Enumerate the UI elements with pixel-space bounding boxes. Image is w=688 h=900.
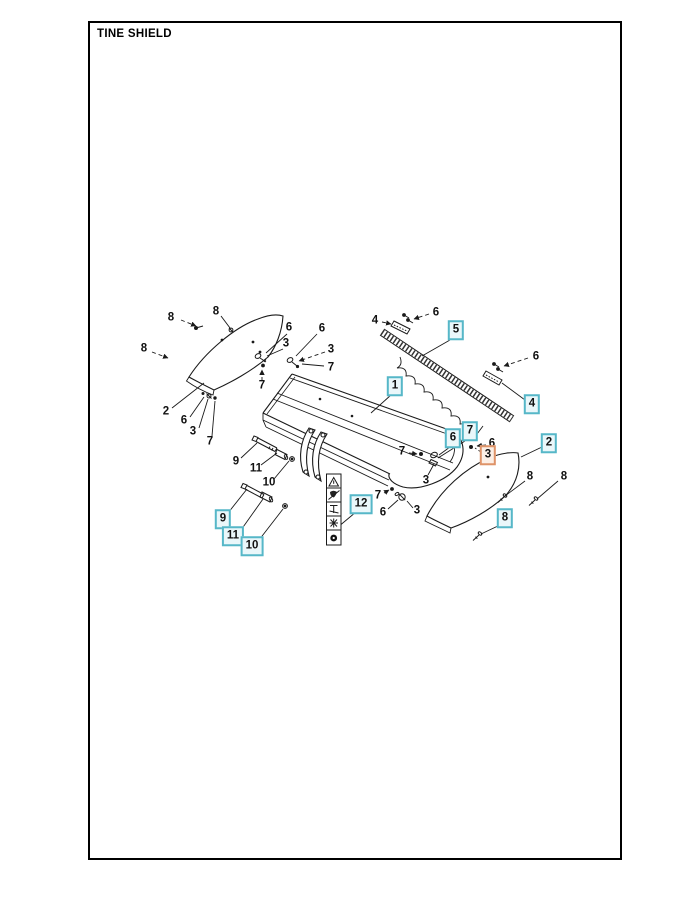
hotspot-callout-6[interactable]: 6	[444, 428, 462, 448]
bar-bracket-right-part	[482, 370, 503, 386]
left-side-shield-part	[185, 314, 284, 396]
callout-8: 8	[140, 342, 148, 355]
callout-3: 3	[189, 425, 197, 438]
warning-triangle-icon	[328, 476, 340, 487]
callout-6: 6	[488, 437, 496, 450]
bolt-icon	[251, 435, 278, 452]
flange-screw-icon	[254, 353, 267, 368]
callout-9: 9	[232, 455, 240, 468]
screw-icon	[406, 318, 414, 324]
flange-nut-icon	[419, 451, 439, 467]
callout-7: 7	[258, 379, 266, 392]
spacer-icon	[259, 491, 274, 503]
callout-7: 7	[206, 435, 214, 448]
screw-icon	[402, 313, 410, 319]
hardware-fasteners	[194, 313, 539, 541]
rotating-tines-pictogram-icon	[329, 518, 338, 528]
callout-7: 7	[374, 489, 382, 502]
callout-3: 3	[282, 337, 290, 350]
position-dot	[469, 445, 473, 449]
screw-icon	[496, 367, 504, 373]
hotspot-callout-11[interactable]: 11	[221, 526, 245, 546]
callout-2: 2	[162, 405, 170, 418]
callout-7: 7	[327, 361, 335, 374]
hotspot-callout-8[interactable]: 8	[496, 508, 514, 528]
hotspot-callout-3[interactable]: 3	[479, 445, 497, 465]
screw-icon	[194, 325, 204, 330]
screw-icon	[528, 496, 539, 506]
nut-icon	[289, 456, 295, 462]
screw-icon	[472, 531, 483, 541]
callout-6: 6	[432, 306, 440, 319]
hotspot-callout-5[interactable]: 5	[447, 320, 465, 340]
screw-icon	[497, 493, 508, 503]
hotspot-callout-2[interactable]: 2	[540, 433, 558, 453]
callout-4: 4	[371, 314, 379, 327]
hotspot-callout-4[interactable]: 4	[523, 394, 541, 414]
callout-11: 11	[249, 462, 263, 475]
serrated-bar-part	[379, 328, 515, 435]
callout-8: 8	[212, 305, 220, 318]
right-side-shield-part	[424, 452, 520, 534]
pictogram-2-icon	[328, 490, 340, 500]
hotspot-callout-7[interactable]: 7	[461, 421, 479, 441]
callout-6: 6	[532, 350, 540, 363]
callout-3: 3	[327, 343, 335, 356]
wing-nut-icon	[286, 357, 300, 369]
callout-8: 8	[526, 470, 534, 483]
page-title: TINE SHIELD	[97, 28, 172, 40]
bar-bracket-left-part	[390, 320, 411, 335]
callout-10: 10	[262, 476, 276, 489]
filled-circle-icon	[330, 534, 338, 542]
callout-7: 7	[398, 445, 406, 458]
support-bracket-part	[300, 427, 328, 483]
callout-6: 6	[379, 506, 387, 519]
callout-3: 3	[422, 474, 430, 487]
wing-screw-icon	[390, 487, 406, 501]
callout-6: 6	[180, 414, 188, 427]
nut-icon	[282, 503, 288, 509]
callout-8: 8	[560, 470, 568, 483]
callout-6: 6	[285, 321, 293, 334]
page-frame	[88, 21, 622, 860]
serration-outline	[396, 356, 484, 435]
callout-3: 3	[413, 504, 421, 517]
pictogram-3-icon	[329, 505, 339, 514]
callout-8: 8	[167, 311, 175, 324]
warning-decal-part	[326, 473, 342, 546]
screw-icon	[492, 362, 500, 368]
hotspot-callout-12[interactable]: 12	[349, 494, 373, 514]
screw-icon	[228, 327, 234, 333]
spacer-icon	[274, 448, 289, 461]
callout-6: 6	[318, 322, 326, 335]
hotspot-callout-10[interactable]: 10	[240, 536, 264, 556]
hotspot-callout-1[interactable]: 1	[386, 376, 404, 396]
screw-nut-icon	[201, 392, 217, 400]
